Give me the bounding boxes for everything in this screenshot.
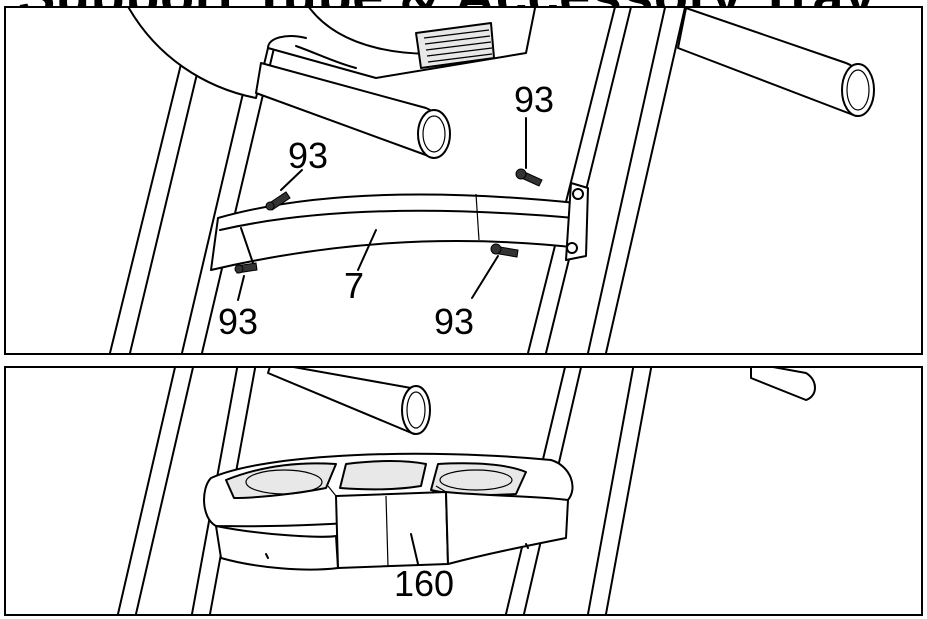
label-screw-93-lower-left: 93 — [218, 301, 258, 342]
left-handlebar — [267, 368, 431, 435]
screw-lower-left — [234, 262, 258, 274]
left-handlebar — [255, 62, 451, 159]
right-upright — [505, 368, 653, 614]
label-screw-93-upper-left: 93 — [288, 135, 328, 176]
screw-lower-right — [490, 243, 519, 258]
screw-upper-right — [515, 168, 543, 187]
label-accessory-tray-160: 160 — [394, 563, 454, 604]
label-support-tube-7: 7 — [344, 265, 364, 306]
top-assembly-panel: 93 93 93 93 7 — [4, 6, 923, 355]
screw-upper-left — [265, 191, 291, 211]
right-handlebar — [677, 8, 875, 117]
label-screw-93-lower-right: 93 — [434, 301, 474, 342]
right-upright — [527, 8, 686, 353]
console-base — [127, 8, 537, 99]
label-screw-93-upper-right: 93 — [514, 79, 554, 120]
bottom-assembly-panel: 160 — [4, 366, 923, 616]
accessory-tray — [203, 452, 574, 571]
right-handlebar — [750, 368, 816, 401]
support-tube-diagram: 93 93 93 93 7 — [109, 8, 875, 353]
support-tube — [210, 182, 589, 271]
accessory-tray-diagram: 160 — [117, 368, 816, 614]
